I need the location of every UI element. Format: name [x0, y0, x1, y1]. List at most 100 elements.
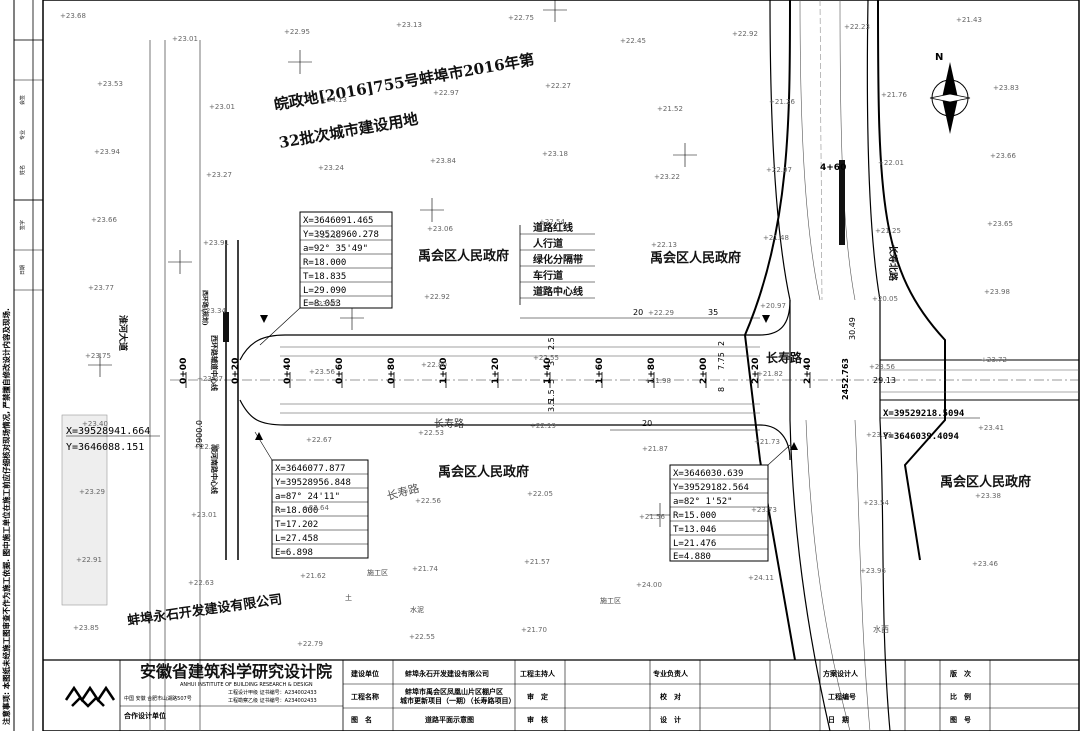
changshou-road	[170, 299, 1079, 461]
dim-label: 8	[717, 387, 726, 392]
spot-elevation: +23.41	[978, 424, 1004, 432]
spot-elevation: +22.01	[878, 159, 904, 167]
north-station-label: 4+60	[820, 163, 846, 173]
spot-elevation: +22.55	[533, 354, 559, 362]
spot-elevation: +22.07	[766, 166, 792, 174]
curve-row: a=92° 35'49"	[303, 244, 368, 254]
parcel-label: 禹会区人民政府	[418, 248, 509, 264]
spot-elevation: +23.23	[866, 431, 892, 439]
parcel-label: 禹会区人民政府	[650, 250, 741, 266]
spot-elevation: +23.27	[197, 375, 223, 383]
dim-label: 2452.763	[841, 358, 850, 400]
spot-elevation: +23.85	[73, 624, 99, 632]
road-label: 顺河南路中心线	[210, 445, 219, 494]
dim-label: 5	[547, 379, 556, 384]
site-mark: 土	[345, 593, 352, 602]
spot-elevation: +20.05	[872, 295, 898, 303]
spot-elevation: +24.11	[748, 574, 774, 582]
leader-label: 工程主持人	[520, 669, 556, 678]
spot-elevation: +22.67	[306, 436, 332, 444]
spot-elevation: +21.98	[645, 377, 671, 385]
parcel-label: 禹会区人民政府	[438, 464, 529, 480]
spot-elevation: +23.77	[88, 284, 114, 292]
curve-row: E=6.898	[275, 548, 313, 558]
spot-elevation: +23.96	[860, 567, 886, 575]
coord-east-x: X=39529218.5094	[883, 409, 965, 419]
spot-elevation: +21.57	[524, 558, 550, 566]
curve-table-2: X=3646077.877 Y=39528956.848 a=87° 24'11…	[254, 431, 369, 559]
curve-row: R=18.000	[275, 506, 318, 516]
spot-elevation: +21.43	[956, 16, 982, 24]
side-note: 注意事项: 本图纸未经施工图审查不作为施工依据. 图中施工单位在施工前应仔细核对…	[1, 308, 11, 725]
station-label: 1+40	[543, 358, 553, 384]
road-label: 长寿北路	[887, 245, 899, 282]
spot-elevation: +23.73	[751, 506, 777, 514]
spot-elevation: +24.13	[321, 96, 347, 104]
side-header: 签字	[19, 220, 26, 230]
spot-elevation: +22.64	[303, 504, 329, 512]
spot-elevation: +23.54	[863, 499, 889, 507]
curve-row: X=3646077.877	[275, 464, 345, 474]
spot-elevation: +23.40	[82, 420, 108, 428]
side-header: 姓名	[19, 165, 26, 175]
spot-elevation: +23.06	[427, 225, 453, 233]
spot-elevation: +22.29	[648, 309, 674, 317]
spot-elevation: +23.56	[309, 368, 335, 376]
side-header: 专业	[19, 130, 26, 140]
spot-elevation: +21.87	[642, 445, 668, 453]
spot-elevation: +20.97	[760, 302, 786, 310]
spot-elevation: +22.45	[620, 37, 646, 45]
dim-label: 2.5	[547, 337, 556, 350]
sheet-label: 图 号	[950, 715, 971, 724]
legend-item: 道路中心线	[533, 285, 583, 298]
station-labels: 0+00 0+20 0+40 0+60 0+80 1+00 1+20 1+40 …	[179, 163, 846, 384]
spot-elevation: +23.66	[990, 152, 1016, 160]
spot-elevation: +21.73	[754, 438, 780, 446]
station-ticks	[185, 372, 811, 388]
institute-logo	[64, 685, 116, 708]
site-mark: 施工区	[600, 596, 621, 605]
spot-elevation: +23.13	[396, 21, 422, 29]
cert-2: 工程勘察乙级 证书编号：A234002433	[228, 697, 317, 704]
station-label: 0+20	[231, 358, 241, 384]
spot-elevation: +21.70	[521, 626, 547, 634]
check-label: 校 对	[660, 692, 681, 701]
spot-elevation: +22.80	[421, 361, 447, 369]
builder-label: 建设单位	[351, 669, 379, 678]
dim-label: 7.75	[717, 352, 726, 370]
spot-elevation: +23.56	[869, 363, 895, 371]
station-label: 1+60	[595, 358, 605, 384]
curve-table-3: X=3646030.639 Y=39529182.564 a=82° 1'52"…	[669, 444, 791, 562]
legend-item: 人行道	[533, 237, 563, 250]
road-label: 水西	[873, 624, 889, 634]
spot-elevation: +23.83	[993, 84, 1019, 92]
station-label: 2+20	[751, 358, 761, 384]
station-label: 1+80	[647, 358, 657, 384]
spot-elevation: +23.84	[430, 157, 456, 165]
builder-value: 蚌埠永石开发建设有限公司	[405, 669, 489, 678]
spot-elevations: +23.68+23.01+22.95+23.13+22.75+22.45+22.…	[60, 12, 1019, 648]
spot-elevation: +23.27	[206, 171, 232, 179]
road-label: 西环路辅道中心线	[210, 335, 219, 391]
station-label: 2+40	[803, 358, 813, 384]
scheme-label: 方案设计人	[823, 669, 859, 678]
spot-elevation: +22.75	[508, 14, 534, 22]
spot-elevation: +22.91	[76, 556, 102, 564]
spot-elevation: +23.53	[97, 80, 123, 88]
version-label: 版 次	[950, 669, 971, 678]
date-label: 日 期	[828, 715, 849, 724]
project-name-value2: 城市更新项目（一期）（长寿路项目）	[400, 696, 516, 705]
curve-row: Y=39528956.848	[275, 478, 351, 488]
north-arrow-icon: N	[929, 52, 971, 134]
parcel-label: 禹会区人民政府	[940, 474, 1031, 490]
spot-elevation: +21.56	[639, 513, 665, 521]
spot-elevation: +23.98	[984, 288, 1010, 296]
spot-elevation: +23.91	[203, 239, 229, 247]
curve-table-1: X=3646091.465 Y=39528960.278 a=92° 35'49…	[259, 211, 393, 346]
project-name-label: 工程名称	[351, 692, 379, 701]
road-label: 淮河大道	[117, 315, 129, 351]
station-label: 2+00	[699, 358, 709, 384]
station-label: 1+00	[439, 358, 449, 384]
dim-label: 20	[633, 308, 643, 317]
spot-elevation: +23.38	[975, 492, 1001, 500]
